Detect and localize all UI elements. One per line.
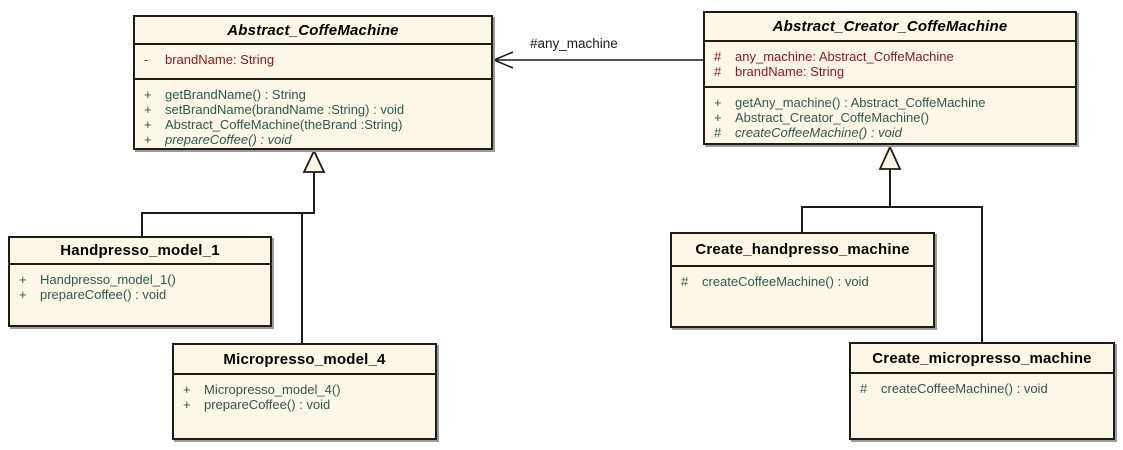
method-text: Handpresso_model_1() — [40, 272, 176, 287]
attributes-compartment: # any_machine: Abstract_CoffeMachine # b… — [705, 40, 1075, 86]
visibility-sign: + — [144, 87, 152, 102]
method-text: prepareCoffee() : void — [40, 287, 167, 302]
association-open-arrowhead — [493, 51, 514, 61]
methods-compartment: + Micropresso_model_4() + prepareCoffee(… — [174, 373, 435, 412]
class-create-micropresso-machine[interactable]: Create_micropresso_machine # createCoffe… — [849, 342, 1115, 440]
visibility-sign: # — [714, 49, 722, 64]
visibility-sign: + — [183, 397, 191, 412]
class-handpresso-model-1[interactable]: Handpresso_model_1 + Handpresso_model_1(… — [8, 236, 272, 327]
method-row: # createCoffeeMachine() : void — [851, 381, 1113, 396]
attribute-text: brandName: String — [735, 64, 845, 79]
attribute-row: # any_machine: Abstract_CoffeMachine — [705, 49, 1075, 64]
method-row: + prepareCoffee() : void — [174, 397, 435, 412]
method-row: + prepareCoffee() : void — [10, 287, 270, 302]
attribute-text: any_machine: Abstract_CoffeMachine — [735, 49, 954, 64]
class-micropresso-model-4[interactable]: Micropresso_model_4 + Micropresso_model_… — [172, 343, 437, 440]
visibility-sign: + — [714, 95, 722, 110]
method-text: createCoffeeMachine() : void — [702, 274, 869, 289]
method-text: createCoffeeMachine() : void — [735, 125, 902, 140]
generalization-triangle-left — [302, 148, 326, 173]
visibility-sign: + — [19, 272, 27, 287]
methods-compartment: # createCoffeeMachine() : void — [851, 372, 1113, 396]
visibility-sign: + — [19, 287, 27, 302]
attributes-compartment: - brandName: String — [135, 43, 491, 78]
visibility-sign: + — [144, 117, 152, 132]
method-text: Abstract_CoffeMachine(theBrand :String) — [165, 117, 403, 132]
visibility-sign: # — [860, 381, 868, 396]
method-row-abstract: # createCoffeeMachine() : void — [705, 125, 1075, 140]
generalization-triangle-right — [878, 144, 902, 170]
class-abstract-creator-coffemachine[interactable]: Abstract_Creator_CoffeMachine # any_mach… — [703, 11, 1077, 145]
visibility-sign: # — [714, 64, 722, 79]
class-title: Abstract_Creator_CoffeMachine — [772, 18, 1008, 35]
association-role-label: #any_machine — [530, 36, 618, 51]
methods-compartment: + getBrandName() : String + setBrandName… — [135, 78, 491, 147]
attribute-row: # brandName: String — [705, 64, 1075, 79]
method-text: Micropresso_model_4() — [204, 382, 341, 397]
attribute-row: - brandName: String — [135, 52, 491, 67]
class-title: Abstract_CoffeMachine — [227, 21, 399, 39]
visibility-sign: + — [183, 382, 191, 397]
method-row: + Abstract_CoffeMachine(theBrand :String… — [135, 117, 491, 132]
class-title: Micropresso_model_4 — [223, 350, 386, 368]
visibility-sign: # — [714, 125, 722, 140]
class-create-handpresso-machine[interactable]: Create_handpresso_machine # createCoffee… — [670, 232, 935, 328]
method-row: + getAny_machine() : Abstract_CoffeMachi… — [705, 95, 1075, 110]
class-title: Handpresso_model_1 — [60, 242, 220, 259]
method-row: # createCoffeeMachine() : void — [672, 274, 933, 289]
method-text: getBrandName() : String — [165, 87, 306, 102]
association-open-arrowhead — [493, 59, 514, 69]
method-row: + getBrandName() : String — [135, 87, 491, 102]
method-text: createCoffeeMachine() : void — [881, 381, 1048, 396]
class-title: Create_micropresso_machine — [872, 349, 1092, 367]
attribute-text: brandName: String — [165, 52, 275, 67]
visibility-sign: + — [714, 110, 722, 125]
methods-compartment: + Handpresso_model_1() + prepareCoffee()… — [10, 263, 270, 302]
method-text: prepareCoffee() : void — [165, 132, 292, 147]
class-title: Create_handpresso_machine — [695, 241, 910, 258]
visibility-sign: - — [144, 52, 149, 67]
methods-compartment: # createCoffeeMachine() : void — [672, 265, 933, 289]
method-text: prepareCoffee() : void — [204, 397, 331, 412]
method-row: + Handpresso_model_1() — [10, 272, 270, 287]
visibility-sign: # — [681, 274, 689, 289]
method-text: getAny_machine() : Abstract_CoffeMachine — [735, 95, 986, 110]
method-row: + Abstract_Creator_CoffeMachine() — [705, 110, 1075, 125]
method-row: + Micropresso_model_4() — [174, 382, 435, 397]
visibility-sign: + — [144, 132, 152, 147]
class-abstract-coffemachine[interactable]: Abstract_CoffeMachine - brandName: Strin… — [133, 15, 493, 150]
method-text: Abstract_Creator_CoffeMachine() — [735, 110, 930, 125]
method-row-abstract: + prepareCoffee() : void — [135, 132, 491, 147]
methods-compartment: + getAny_machine() : Abstract_CoffeMachi… — [705, 86, 1075, 140]
method-text: setBrandName(brandName :String) : void — [165, 102, 405, 117]
method-row: + setBrandName(brandName :String) : void — [135, 102, 491, 117]
visibility-sign: + — [144, 102, 152, 117]
